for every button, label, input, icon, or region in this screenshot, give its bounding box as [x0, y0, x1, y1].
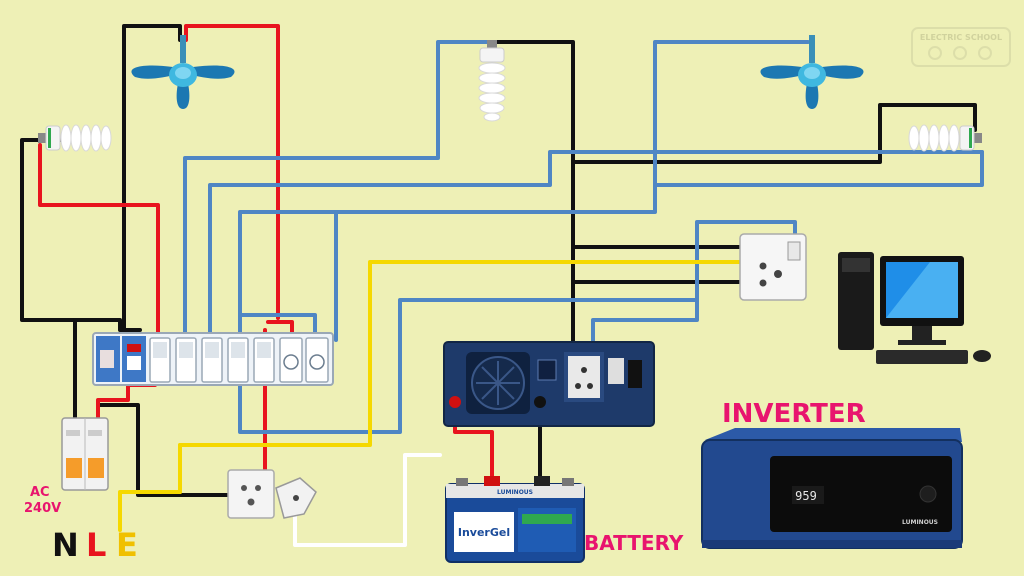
- mcb-icon: [61, 417, 109, 491]
- phase-wire: [591, 298, 699, 347]
- switch-board-icon: [92, 332, 334, 386]
- socket-icon: [227, 469, 275, 519]
- inverter-brand-text: LUMINOUS: [902, 519, 938, 526]
- neutral-wire: [571, 103, 977, 164]
- watermark-text: ELECTRIC SCHOOL: [920, 33, 1002, 42]
- electric-school-logo: ELECTRIC SCHOOL: [911, 27, 1011, 67]
- battery-label: BATTERY: [584, 531, 684, 555]
- battery-brand-text: LUMINOUS: [497, 489, 533, 496]
- phase-wire: [183, 40, 492, 347]
- neutral-wire: [494, 40, 575, 347]
- inverter-icon: [701, 428, 963, 549]
- inverter-display-text: 959: [795, 489, 817, 503]
- computer-icon: [838, 252, 991, 364]
- socket-icon: [739, 233, 807, 301]
- live-wire: [184, 24, 280, 320]
- inverter-label: INVERTER: [722, 399, 866, 429]
- phase-wire: [238, 183, 657, 347]
- ceiling-fan-icon: [760, 35, 864, 109]
- battery-icon: [445, 476, 585, 563]
- cfl-bulb-icon: [908, 124, 982, 152]
- neutral-wire: [73, 318, 142, 332]
- phase-wire: [208, 150, 984, 347]
- inverter-supply-wire: [293, 453, 442, 547]
- neutral-wire: [20, 138, 77, 457]
- plug-icon: [275, 477, 317, 519]
- live-label: L: [86, 526, 106, 564]
- earth-label: E: [116, 526, 138, 564]
- cfl-bulb-icon: [38, 124, 112, 152]
- neutral-wire: [122, 24, 182, 337]
- ceiling-fan-icon: [131, 35, 235, 109]
- inverter-back-panel: [443, 341, 655, 427]
- neutral-label: N: [52, 526, 79, 564]
- ac-label: AC: [30, 485, 50, 500]
- neutral-wire: [96, 403, 232, 497]
- battery-model-text: InverGel: [458, 526, 510, 539]
- phase-wire: [238, 220, 797, 434]
- voltage-label: 240V: [24, 501, 61, 516]
- cfl-bulb-icon: [478, 40, 506, 122]
